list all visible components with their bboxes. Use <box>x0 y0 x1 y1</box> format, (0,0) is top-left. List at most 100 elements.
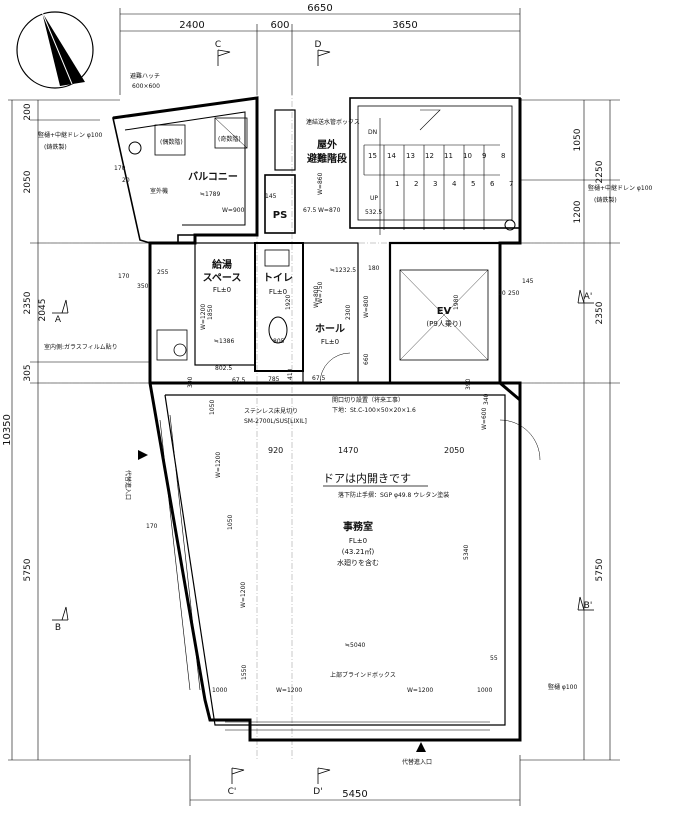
dim-1000b: 1000 <box>477 687 492 694</box>
dim-5340: 5340 <box>463 545 470 560</box>
dim-bottom-total: 5450 <box>342 789 367 800</box>
section-marker-c <box>217 49 231 66</box>
room-office: 事務室 <box>343 520 373 533</box>
dim-left-305: 305 <box>23 364 33 381</box>
dim-w1200c: W=1200 <box>240 582 247 608</box>
note-drain-left: 竪樋+中継ドレン φ100 <box>38 131 103 139</box>
dim-w1200a: W=1200 <box>200 304 207 330</box>
dim-1789: ≒1789 <box>200 191 220 198</box>
dim-532: 532.5 <box>365 209 382 216</box>
dim-right-2350: 2350 <box>595 301 605 324</box>
dim-10: 10 <box>498 290 506 297</box>
dim-170a: 170 <box>114 165 126 172</box>
note-water-box: 連結送水管ボックス <box>306 118 360 126</box>
stair-number: 11 <box>444 152 453 160</box>
room-hall-fl: FL±0 <box>321 338 339 346</box>
dim-left-2050: 2050 <box>23 170 33 193</box>
dim-170c: 170 <box>146 523 158 530</box>
dim-170b: 170 <box>118 273 130 280</box>
stair-number: 12 <box>425 152 434 160</box>
note-hatch: 避難ハッチ <box>130 72 160 80</box>
north-arrow-icon <box>16 11 94 89</box>
room-ps: PS <box>273 210 288 221</box>
dim-805: 805 <box>273 338 285 345</box>
room-kyuto-line2: スペース <box>203 272 242 284</box>
dim-w860: W=860 <box>317 172 324 195</box>
note-drain-left-sub: (鋳鉄製) <box>44 143 67 151</box>
dim-w900: W=900 <box>222 207 245 214</box>
dim-w1200e: W=1200 <box>407 687 433 694</box>
room-office-fl: FL±0 <box>349 537 367 545</box>
room-stair-line2: 避難階段 <box>306 152 347 165</box>
stair-number: 6 <box>490 180 495 188</box>
note-fall-handrail: 落下防止手摺：SGP φ49.8 ウレタン塗装 <box>338 491 449 499</box>
inner-walls <box>128 109 541 731</box>
section-label-b: B <box>55 623 61 633</box>
stair-number: 15 <box>368 152 377 160</box>
section-marker-c-prime <box>231 767 245 784</box>
dim-1386: ≒1386 <box>214 338 234 345</box>
section-marker-a <box>52 299 69 314</box>
note-lintel-spec: 下地：St.C-100×50×20×1.6 <box>332 406 416 414</box>
stair-number: 4 <box>452 180 457 188</box>
note-blind-box: 上部ブラインドボックス <box>330 671 396 679</box>
dim-left-2350: 2350 <box>23 291 33 314</box>
section-label-a: A <box>55 315 62 325</box>
note-entrance-bottom: 代替進入口 <box>402 758 432 766</box>
dim-1050b: 1050 <box>227 515 234 530</box>
section-marker-b-prime <box>577 596 594 611</box>
note-glass-film: 室内側:ガラスフィルム貼り <box>44 343 118 351</box>
dim-250: 250 <box>508 290 520 297</box>
note-entrance-left: 代替進入口 <box>124 470 132 500</box>
stair-number: 1 <box>395 180 399 188</box>
dim-right-5750: 5750 <box>595 558 605 581</box>
room-toilet: トイレ <box>263 272 293 284</box>
dim-1232: ≒1232.5 <box>330 267 356 274</box>
dim-2050: 2050 <box>444 446 464 455</box>
note-dn: DN <box>368 129 377 136</box>
section-label-b-prime: B' <box>584 601 593 611</box>
room-ev: EV <box>437 306 452 317</box>
dim-675c: 67.5 <box>303 207 317 214</box>
dim-675b: 67.5 <box>312 375 326 382</box>
dim-w600: W=600 <box>481 407 488 430</box>
dim-785: 785 <box>268 376 280 383</box>
section-marker-d <box>317 49 331 66</box>
dim-top-1: 2400 <box>179 20 204 31</box>
room-office-water: 水廻りを含む <box>337 558 379 567</box>
note-outdoor-unit-left: (偶数階) <box>160 138 183 146</box>
dim-1980: 1980 <box>453 295 460 310</box>
dim-left-2045: 2045 <box>38 299 48 322</box>
stair-number: 13 <box>406 152 415 160</box>
entrance-bottom-arrow-icon <box>416 742 426 752</box>
room-kyuto-fl: FL±0 <box>213 286 231 294</box>
dim-w870: W=870 <box>318 207 341 214</box>
dim-1850: 1850 <box>207 305 214 320</box>
dim-1000a: 1000 <box>212 687 227 694</box>
entrance-left-arrow-icon <box>138 450 148 460</box>
top-dimension <box>119 8 521 95</box>
stair-number: 8 <box>501 152 505 160</box>
dim-20: 20 <box>122 177 130 184</box>
dim-410: 410 <box>287 368 294 380</box>
note-door: ドアは内開きです <box>323 471 411 485</box>
left-dimension <box>8 99 190 761</box>
stair-number: 5 <box>471 180 475 188</box>
stair-number: 14 <box>387 152 396 160</box>
section-marker-d-prime <box>317 767 331 784</box>
note-outdoor-unit-right: (奇数階) <box>218 135 241 143</box>
room-office-area: (43.21㎡) <box>342 548 375 556</box>
stair-treads <box>363 109 500 235</box>
bottom-dimension <box>189 755 521 806</box>
stair-number: 2 <box>414 180 418 188</box>
dim-340: 340 <box>483 393 490 405</box>
stair-number: 10 <box>463 152 472 160</box>
room-ev-sub: (P9人乗り) <box>426 319 461 328</box>
dim-top-total: 6650 <box>307 3 332 14</box>
note-up: UP <box>370 195 378 202</box>
note-lintel: 開口切り設置（将来工事） <box>332 396 404 404</box>
stair-number: 9 <box>482 152 486 160</box>
note-sus-floor-model: SM-2700L/SUS[LIXIL] <box>244 418 307 425</box>
dim-180: 180 <box>368 265 380 272</box>
